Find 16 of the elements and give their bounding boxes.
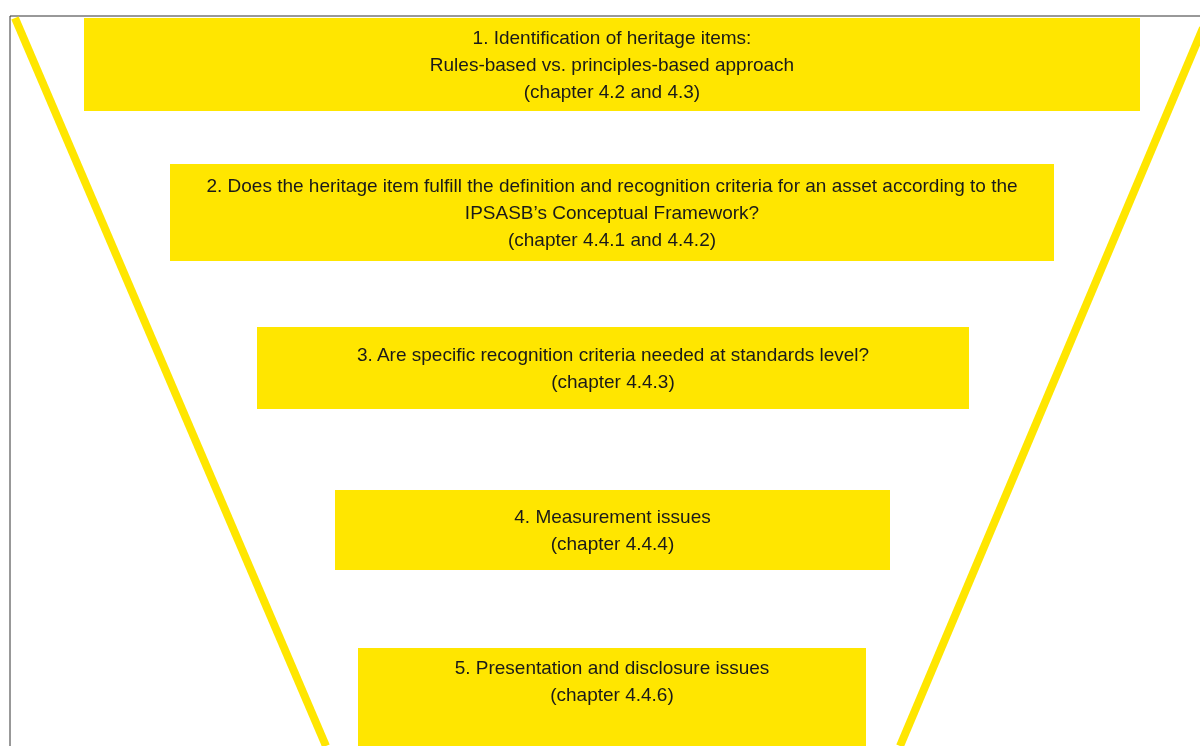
chapter-reference: (chapter 4.4.1 and 4.4.2) — [507, 228, 717, 252]
step-text: 5. Presentation and disclosure issues — [454, 656, 770, 680]
step-text: 3. Are specific recognition criteria needed at standards level? — [356, 343, 870, 367]
chapter-reference: (chapter 4.4.6) — [550, 683, 674, 707]
step-text: 4. Measurement issues — [514, 505, 711, 529]
process-box — [358, 648, 866, 746]
step-text: Rules-based vs. principles-based approach — [429, 53, 795, 77]
process-box — [170, 164, 1054, 261]
step-text: 1. Identification of heritage items: — [472, 26, 752, 50]
process-box — [335, 490, 890, 570]
chapter-reference: (chapter 4.4.4) — [550, 532, 675, 556]
process-box — [84, 18, 1140, 111]
step-text: 2. Does the heritage item fulfill the definition and recognition criteria for an asset according to the IPSASB’s Conceptual Framework? — [205, 174, 1019, 225]
chapter-reference: (chapter 4.4.3) — [551, 370, 675, 394]
process-box — [257, 327, 969, 409]
chapter-reference: (chapter 4.2 and 4.3) — [523, 80, 701, 104]
